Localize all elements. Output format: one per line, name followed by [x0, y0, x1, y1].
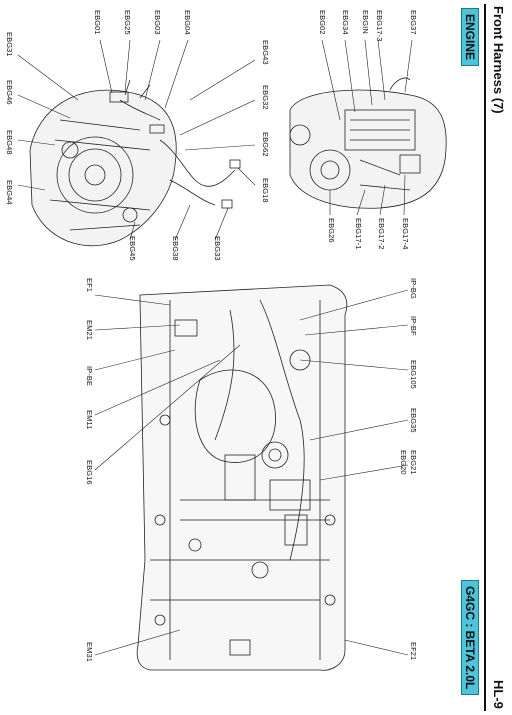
callout-ip-bg: IP-BG — [409, 278, 418, 299]
callout-ebg20: EBG20 — [399, 450, 408, 475]
callout-ebg38: EBG38 — [171, 236, 180, 261]
callout-ebg17-1: EBG17-1 — [354, 218, 363, 250]
callout-ebg62: EBG62 — [261, 132, 270, 157]
callout-ebg37: EBG37 — [409, 10, 418, 35]
callout-ebg17-3: EBG17-3 — [375, 10, 384, 42]
callout-ebg02: EBG02 — [318, 10, 327, 35]
callout-ebg105: EBG105 — [409, 360, 418, 389]
right-engine-illustration — [289, 77, 447, 209]
callout-ebg45: EBG45 — [128, 236, 137, 261]
callout-ebg48: EBG48 — [5, 130, 14, 155]
callout-ebg46: EBG46 — [5, 80, 14, 105]
callout-ip-bf: IP-BF — [409, 316, 418, 336]
callout-ebg18: EBG18 — [261, 178, 270, 203]
callout-ebg17-4: EBG17-4 — [401, 218, 410, 250]
callout-ebg34: EBG34 — [341, 10, 350, 35]
left-engine-leaders — [17, 39, 256, 241]
engine-room-body-illustration — [136, 284, 348, 671]
callout-ip-be: IP-BE — [85, 366, 94, 387]
header-divider — [484, 4, 486, 711]
engine-badge: G4GC : BETA 2.0L — [461, 580, 479, 696]
callout-ef1: EF1 — [85, 278, 94, 293]
callout-ebg26: EBG26 — [327, 218, 336, 243]
callout-ebg32: EBG32 — [261, 85, 270, 110]
right-engine-leaders — [321, 39, 413, 216]
callout-ebg35: EBG35 — [409, 408, 418, 433]
callout-em31: EM31 — [85, 642, 94, 662]
callout-ebg44: EBG44 — [5, 180, 14, 205]
callout-em11: EM11 — [85, 410, 94, 430]
callout-ebg01: EBG01 — [93, 10, 102, 35]
body-leaders — [94, 289, 409, 656]
page-number: HL-9 — [491, 680, 506, 709]
callout-ebg33: EBG33 — [213, 236, 222, 261]
document-title: Front Harness (7) — [491, 6, 506, 114]
callout-ebg25: EBG25 — [123, 10, 132, 35]
callout-ef21: EF21 — [409, 642, 418, 661]
callout-ebgin: EBGIN — [361, 10, 370, 34]
callout-ebg43: EBG43 — [261, 40, 270, 65]
callout-ebg31: EBG31 — [5, 32, 14, 57]
section-badge: ENGINE — [461, 8, 479, 67]
callout-ebg21: EBG21 — [409, 450, 418, 475]
callout-ebg03: EBG03 — [153, 10, 162, 35]
left-engine-illustration — [29, 79, 241, 247]
callout-ebg04: EBG04 — [183, 10, 192, 35]
callout-ebg17-2: EBG17-2 — [377, 218, 386, 250]
callout-ebg16: EBG16 — [85, 460, 94, 485]
callout-em21: EM21 — [85, 320, 94, 340]
